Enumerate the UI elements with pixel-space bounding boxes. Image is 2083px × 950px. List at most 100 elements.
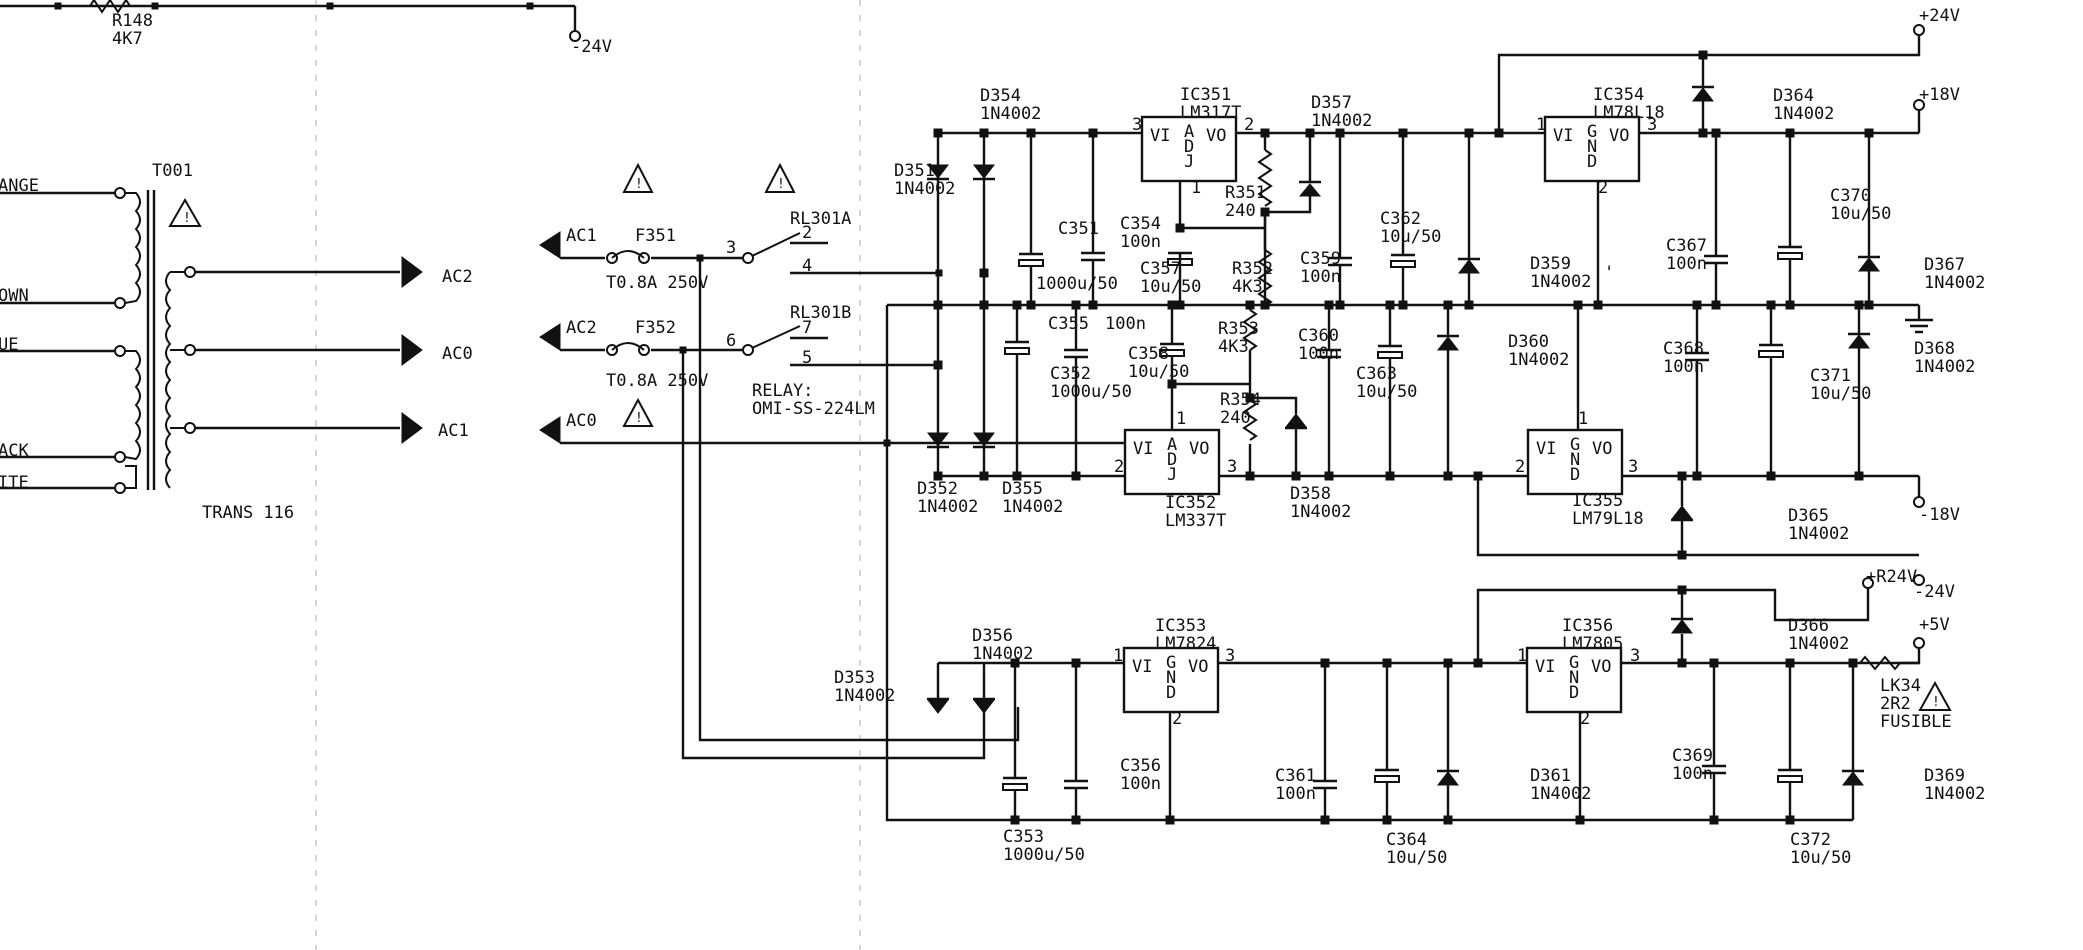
component-label: C351 bbox=[1058, 219, 1099, 239]
junction-dot bbox=[1398, 128, 1408, 138]
component-label: 1N4002 bbox=[972, 644, 1033, 664]
junction-dot bbox=[1464, 128, 1474, 138]
warning-icon: ! ! ! ! bbox=[622, 162, 1952, 711]
junction-dot bbox=[1088, 300, 1098, 310]
component-label: D368 bbox=[1914, 339, 1955, 359]
component-label: 1N4002 bbox=[1914, 357, 1975, 377]
junction-dot bbox=[933, 300, 943, 310]
component-label: OMI-SS-224LM bbox=[752, 399, 875, 419]
component-label: C358 bbox=[1128, 344, 1169, 364]
junction-dot bbox=[1324, 471, 1334, 481]
junction-dot bbox=[1677, 550, 1687, 560]
junction-dot bbox=[1260, 207, 1270, 217]
ic-pin-label: J bbox=[1184, 152, 1194, 172]
component-label: D351 bbox=[894, 161, 935, 181]
ic-pin-label: N bbox=[1569, 668, 1579, 688]
junction-dot bbox=[1709, 658, 1719, 668]
component-label: D360 bbox=[1508, 332, 1549, 352]
junction-dot bbox=[1071, 658, 1081, 668]
junction-dot bbox=[1324, 300, 1334, 310]
component-label: R148 bbox=[112, 11, 153, 31]
junction-dot bbox=[1012, 300, 1022, 310]
component-label: C360 bbox=[1298, 326, 1339, 346]
component-label: -24V bbox=[571, 37, 612, 57]
pin-number: 3 bbox=[1227, 457, 1237, 477]
junction-dot bbox=[1175, 223, 1185, 233]
pin-number: 2 bbox=[1114, 457, 1124, 477]
component-label: 1N4002 bbox=[1530, 784, 1591, 804]
component-label: 1N4002 bbox=[1002, 497, 1063, 517]
svg-text:!: ! bbox=[635, 177, 643, 192]
component-label: LM78L18 bbox=[1593, 103, 1665, 123]
component-label: C352 bbox=[1050, 364, 1091, 384]
ic-pin-label: VI bbox=[1553, 126, 1573, 146]
junction-dot bbox=[1010, 815, 1020, 825]
ic-pin-label: D bbox=[1569, 683, 1579, 703]
output-terminal bbox=[1862, 24, 1925, 649]
component-label: F351 bbox=[635, 226, 676, 246]
component-label: 100n bbox=[1663, 357, 1704, 377]
component-label: 100n bbox=[1666, 254, 1707, 274]
component-label: 1N4002 bbox=[1924, 273, 1985, 293]
component-label: D364 bbox=[1773, 86, 1814, 106]
pin-number: 1 bbox=[1191, 178, 1201, 198]
component-label: T0.8A 250V bbox=[606, 273, 708, 293]
junction-dot bbox=[1848, 658, 1858, 668]
pin-number: 4 bbox=[802, 256, 812, 276]
component-label: C359 bbox=[1300, 249, 1341, 269]
ic-pin-label: G bbox=[1569, 653, 1579, 673]
component-label: 10u/50 bbox=[1810, 384, 1871, 404]
component-label: 1N4002 bbox=[1311, 111, 1372, 131]
component-label: 100n bbox=[1275, 784, 1316, 804]
component-label: C363 bbox=[1356, 364, 1397, 384]
junction-dot bbox=[1692, 300, 1702, 310]
junction-dot bbox=[1071, 815, 1081, 825]
junction-dot bbox=[1320, 658, 1330, 668]
junction-dot bbox=[1260, 300, 1270, 310]
component-label: 100n bbox=[1300, 267, 1341, 287]
junction-dot bbox=[1593, 300, 1603, 310]
junction-dot bbox=[1165, 815, 1175, 825]
component-label: +18V bbox=[1919, 85, 1960, 105]
junction-dot bbox=[1305, 128, 1315, 138]
junction-dot bbox=[1175, 300, 1185, 310]
component-label: D369 bbox=[1924, 766, 1965, 786]
pin-number: 3 bbox=[1225, 646, 1235, 666]
component-label: C355 bbox=[1048, 314, 1089, 334]
pin-number: 3 bbox=[1132, 115, 1142, 135]
ic-pin-label: G bbox=[1587, 122, 1597, 142]
junction-dot bbox=[1864, 128, 1874, 138]
component-label: C367 bbox=[1666, 236, 1707, 256]
junction-dot bbox=[1766, 300, 1776, 310]
junction-dot bbox=[1010, 658, 1020, 668]
ic-pin-label: D bbox=[1570, 465, 1580, 485]
junction-dot bbox=[1245, 393, 1255, 403]
junction-dot bbox=[1382, 658, 1392, 668]
junction-dot bbox=[1711, 128, 1721, 138]
pin-number: 7 bbox=[802, 318, 812, 338]
junction-dot bbox=[1785, 300, 1795, 310]
component-label: IC353 bbox=[1155, 616, 1206, 636]
component-label: D367 bbox=[1924, 255, 1965, 275]
component-label: LM79L18 bbox=[1572, 509, 1644, 529]
component-label: C362 bbox=[1380, 209, 1421, 229]
junction-dot bbox=[1167, 300, 1177, 310]
component-label: C371 bbox=[1810, 366, 1851, 386]
component-label: AC0 bbox=[442, 344, 473, 364]
ic-pin-label: A bbox=[1184, 122, 1194, 142]
component-label: ITE bbox=[0, 473, 29, 493]
component-label: 1N4002 bbox=[1788, 524, 1849, 544]
ic-pin-label: D bbox=[1184, 137, 1194, 157]
component-label: 1N4002 bbox=[1788, 634, 1849, 654]
component-label: D365 bbox=[1788, 506, 1829, 526]
component-label: C364 bbox=[1386, 830, 1427, 850]
component-label: 4K7 bbox=[112, 29, 143, 49]
ic-pin-label: J bbox=[1167, 465, 1177, 485]
component-label: 1N4002 bbox=[1290, 502, 1351, 522]
component-label: D355 bbox=[1002, 479, 1043, 499]
junction-dot bbox=[979, 128, 989, 138]
junction-dot bbox=[1864, 300, 1874, 310]
transformer-t001: ! bbox=[0, 187, 423, 494]
pin-number: 2 bbox=[1172, 709, 1182, 729]
